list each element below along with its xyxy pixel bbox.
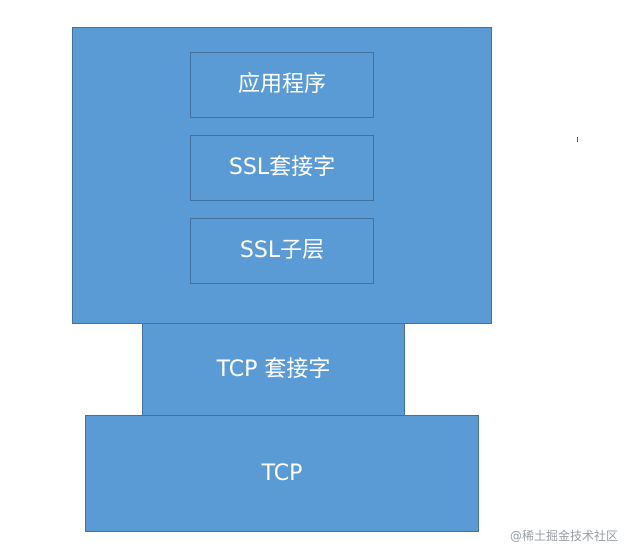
watermark: @稀土掘金技术社区: [509, 529, 618, 543]
stray-mark: [577, 137, 578, 142]
application-label: 应用程序: [237, 72, 326, 97]
ssl-container-block: [72, 27, 492, 324]
ssl-socket-label: SSL套接字: [228, 155, 336, 180]
ssl-socket-box: SSL套接字: [190, 135, 374, 201]
application-box: 应用程序: [190, 52, 374, 118]
tcp-socket-label: TCP 套接字: [216, 356, 331, 382]
ssl-sublayer-box: SSL子层: [190, 218, 374, 284]
tcp-block: TCP: [85, 415, 479, 532]
tcp-socket-block: TCP 套接字: [142, 323, 405, 416]
tcp-label: TCP: [261, 460, 303, 486]
ssl-sublayer-label: SSL子层: [239, 238, 325, 263]
